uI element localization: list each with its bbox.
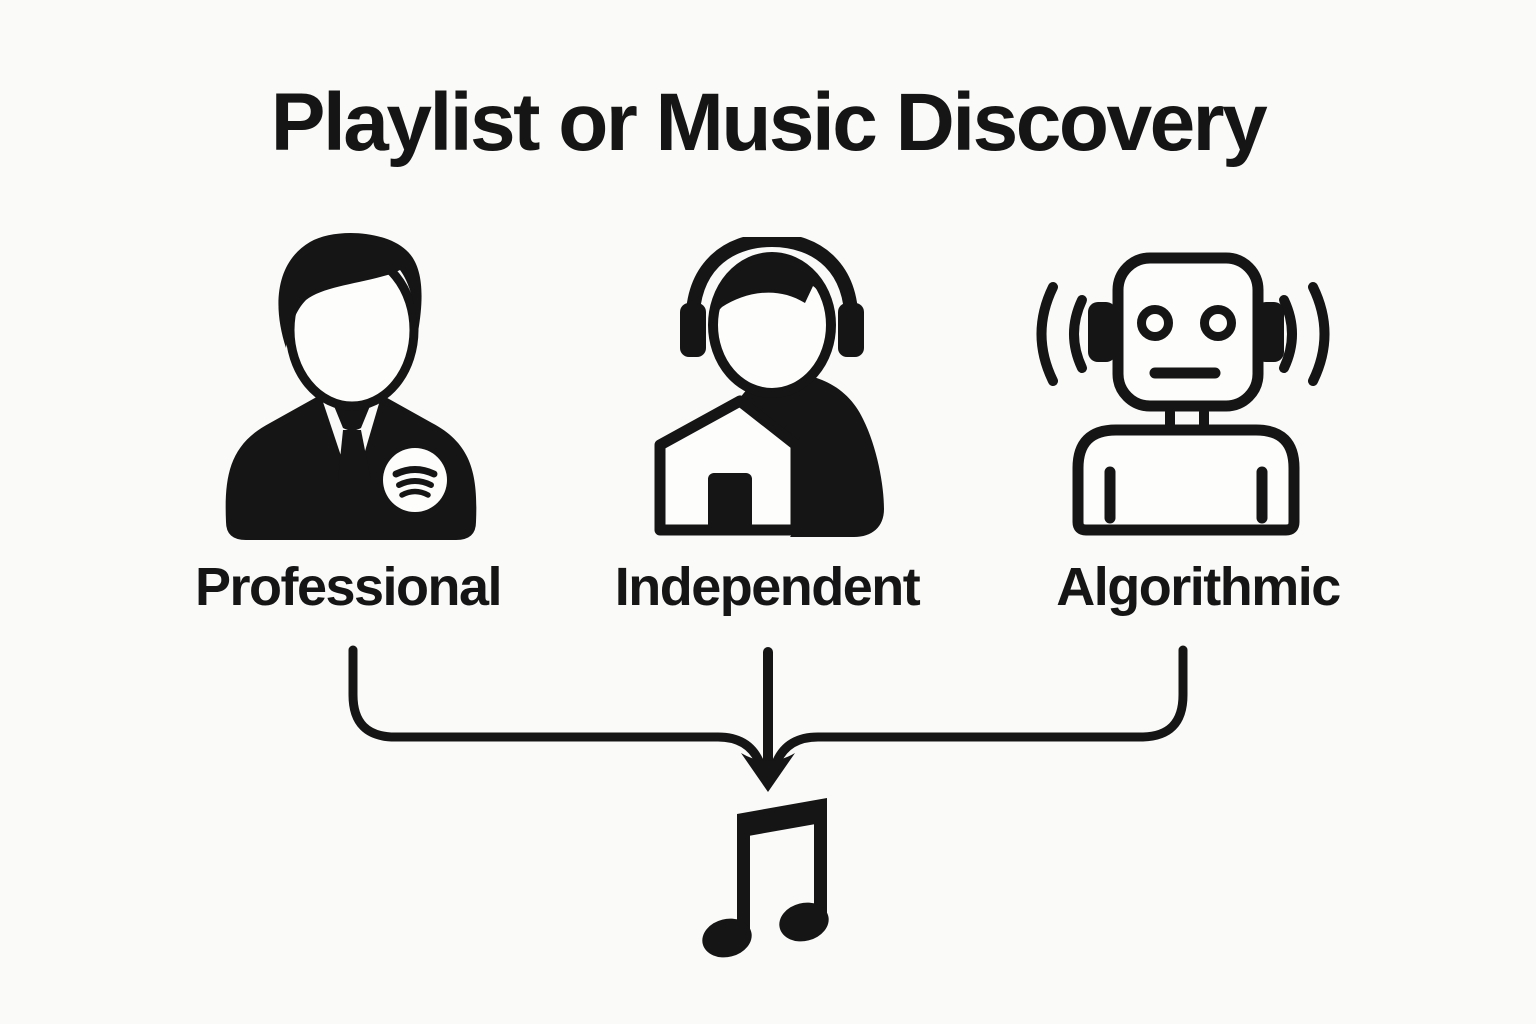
label-independent: Independent	[614, 557, 921, 617]
merge-arrow-icon	[348, 645, 1188, 792]
label-algorithmic: Algorithmic	[1056, 557, 1341, 617]
professional-curator-icon	[225, 232, 477, 540]
independent-curator-icon	[654, 237, 884, 537]
house-icon	[654, 395, 802, 536]
page-title: Playlist or Music Discovery	[270, 77, 1268, 168]
music-note-icon	[702, 798, 829, 958]
label-professional: Professional	[194, 557, 503, 617]
sound-waves-icon	[1036, 282, 1058, 386]
algorithmic-curator-icon	[1036, 252, 1330, 536]
headphones-icon	[685, 237, 859, 340]
